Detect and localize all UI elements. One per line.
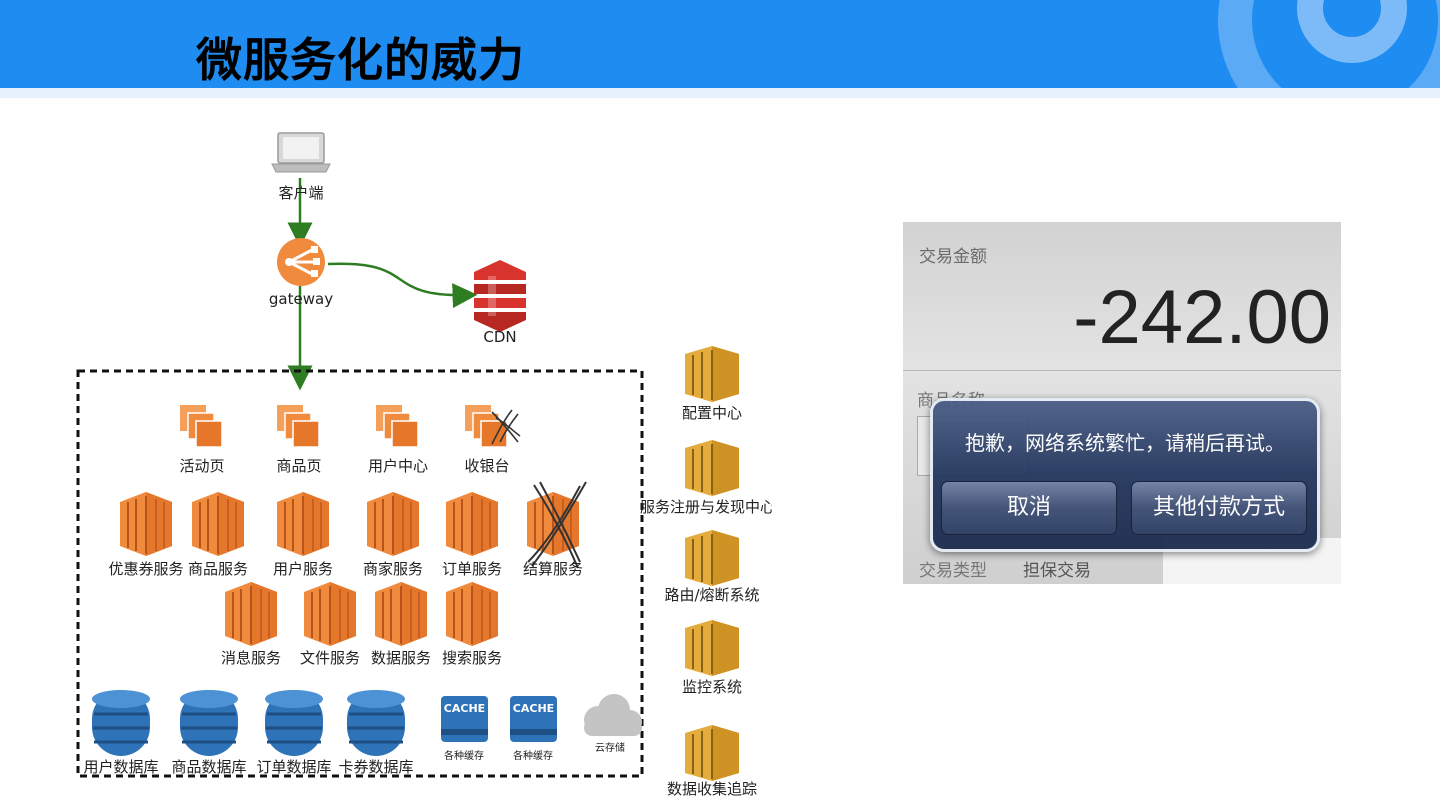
laptop-icon [271,132,331,173]
service-icon [445,491,499,557]
services-boundary [76,369,644,778]
svg-text:CACHE: CACHE [444,702,485,715]
service-label: 文件服务 [299,649,361,667]
cache-label: 各种缓存 [513,751,553,762]
arrow-gateway-cdn [327,262,478,309]
database-icon [90,688,152,758]
service-label: 搜索服务 [441,649,503,667]
infra-icon [684,439,740,497]
cancel-button[interactable]: 取消 [941,481,1117,535]
service-label: 结算服务 [522,560,584,578]
database-label: 卡券数据库 [338,758,414,776]
gateway-icon [277,238,325,286]
cloud-storage-label: 云存储 [595,743,625,754]
header-bar: 微服务化的威力 [0,0,1440,88]
service-label: 消息服务 [220,649,282,667]
svg-text:CACHE: CACHE [513,702,554,715]
amount-value: -242.00 [1073,275,1331,360]
database-icon [345,688,407,758]
cloud-storage-icon [584,694,642,736]
stack-icon [179,404,223,448]
cache-icon: CACHE [510,696,557,742]
service-icon [303,581,357,647]
service-label: 用户服务 [272,560,334,578]
stack-icon [276,404,320,448]
frontend-app-label: 活动页 [179,457,225,475]
transaction-type-label: 交易类型 [919,561,987,581]
divider [903,370,1341,371]
infra-icon [684,724,740,782]
service-label: 商家服务 [362,560,424,578]
database-label: 用户数据库 [83,758,159,776]
cache-label: 各种缓存 [444,751,484,762]
service-icon [276,491,330,557]
infra-label: 配置中心 [681,404,743,422]
cancel-button-label: 取消 [1006,495,1051,520]
amount-label: 交易金额 [919,247,987,267]
infra-icon [684,345,740,403]
alert-dialog: 抱歉，网络系统繁忙，请稍后再试。 取消 其他付款方式 [930,398,1320,552]
header-underline [0,88,1440,98]
service-icon [366,491,420,557]
gateway-label: gateway [268,290,334,308]
infra-icon [684,619,740,677]
frontend-app-label: 用户中心 [367,457,429,475]
service-label: 优惠券服务 [108,560,184,578]
database-icon [263,688,325,758]
stack-icon [375,404,419,448]
cdn-icon [474,260,526,332]
service-label: 订单服务 [441,560,503,578]
infra-label: 监控系统 [681,678,743,696]
database-label: 商品数据库 [171,758,247,776]
transaction-type-value: 担保交易 [1023,561,1091,581]
slide-title: 微服务化的威力 [196,33,525,87]
other-payment-button-label: 其他付款方式 [1152,495,1285,520]
client-label: 客户端 [278,184,324,202]
infra-icon [684,529,740,587]
failed-cross-icon [491,409,521,445]
frontend-app-label: 收银台 [464,457,510,475]
architecture-diagram: CACHE CACHE [76,132,740,782]
service-label: 数据服务 [370,649,432,667]
other-payment-button[interactable]: 其他付款方式 [1131,481,1307,535]
service-icon [119,491,173,557]
cache-icon: CACHE [441,696,488,742]
service-icon [374,581,428,647]
alert-message: 抱歉，网络系统繁忙，请稍后再试。 [965,431,1285,455]
service-icon [445,581,499,647]
failed-cross-icon [527,481,587,569]
cdn-label: CDN [483,328,517,346]
service-label: 商品服务 [187,560,249,578]
payment-error-screenshot: 交易金额 -242.00 商品名称 交易类型 担保交易 抱歉，网络系统繁忙，请稍… [903,222,1341,584]
infra-label: 路由/熔断系统 [664,586,760,604]
database-icon [178,688,240,758]
frontend-app-label: 商品页 [276,457,322,475]
infra-label: 数据收集追踪 [666,780,758,798]
service-icon [191,491,245,557]
service-icon [224,581,278,647]
decorative-ring-icon [1218,0,1440,88]
database-label: 订单数据库 [256,758,332,776]
infra-label: 服务注册与发现中心 [640,498,772,516]
